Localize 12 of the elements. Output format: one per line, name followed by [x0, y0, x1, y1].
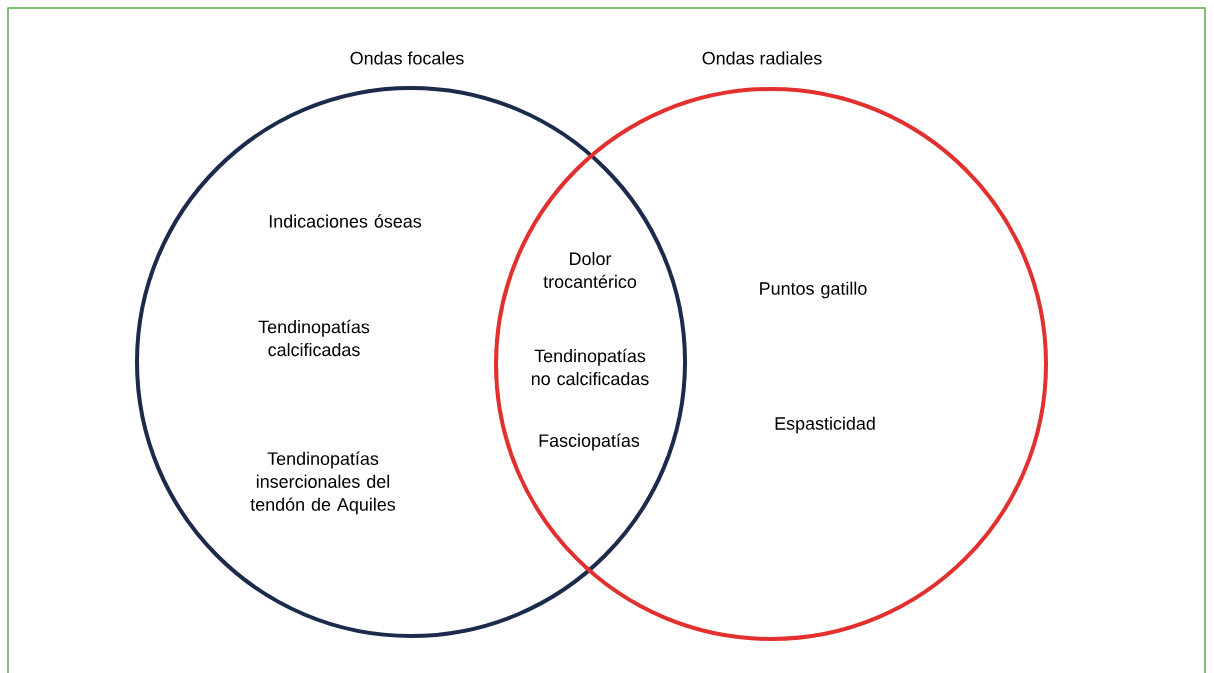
region-label: Indicaciones óseas [269, 214, 422, 228]
region-label: Tendinopatías insercionales del tendón de Aquiles [250, 451, 396, 515]
region-label: Espasticidad [775, 416, 875, 434]
region-label: Tendinopatías no calcificadas [531, 348, 649, 386]
venn-circle [494, 87, 1048, 641]
region-label: Dolor trocantérico [543, 251, 637, 289]
circle-heading: Ondas radiales [702, 51, 822, 65]
region-label: Puntos gatillo [760, 281, 867, 299]
circle-heading: Ondas focales [350, 51, 464, 65]
region-label: Tendinopatías calcificadas [258, 319, 370, 357]
venn-circle [135, 86, 687, 638]
region-label: Fasciopatías [539, 433, 640, 451]
